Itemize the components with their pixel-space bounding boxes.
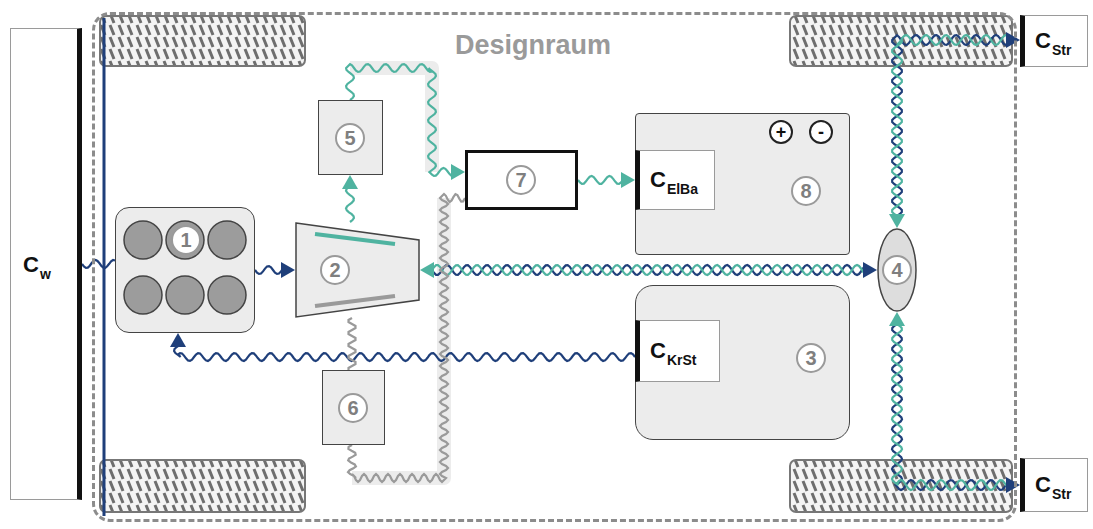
flow-wave <box>892 35 1008 216</box>
arrowhead <box>420 262 434 278</box>
cylinder <box>124 276 162 314</box>
flow-wave <box>346 187 354 222</box>
capacity-index: Str <box>1052 42 1071 58</box>
capacity-index: Str <box>1052 486 1071 502</box>
design-space: Designraum125678+-CElBa3CKrSt4 <box>92 12 1017 522</box>
battery-box: 8 +- CElBa <box>635 113 850 255</box>
callout-number: 5 <box>335 123 365 153</box>
callout-number: 3 <box>796 343 826 373</box>
capacity-box: CStr <box>1020 458 1088 512</box>
energy-flow <box>82 260 115 268</box>
cylinder <box>124 221 162 259</box>
cylinder <box>208 276 246 314</box>
flow-wave <box>349 318 356 370</box>
capacity-symbol: C <box>23 252 39 278</box>
flow-wave <box>174 345 635 361</box>
flow-wave <box>578 176 623 184</box>
capacity-index: ElBa <box>667 181 698 197</box>
callout-number: 1 <box>171 225 201 255</box>
flow-wave <box>892 324 1008 490</box>
callout-number: 2 <box>320 255 350 285</box>
transmission-shape: 2 <box>295 222 420 318</box>
energy-flow <box>255 262 295 278</box>
arrowhead <box>1006 477 1020 493</box>
trapezoid <box>296 223 419 317</box>
energy-flow <box>889 32 1020 228</box>
callout-number: 6 <box>338 393 368 423</box>
coupling-bar <box>315 234 395 244</box>
callout-number: 4 <box>882 255 912 285</box>
region-title: Designraum <box>455 30 611 61</box>
component-box: 5 <box>318 100 383 175</box>
capacity-index: w <box>40 266 51 282</box>
capacity-symbol: C <box>1035 28 1051 54</box>
flow-wave <box>892 324 1008 490</box>
arrowhead <box>863 262 877 278</box>
capacity-box: CKrSt <box>635 320 720 382</box>
capacity-box: CElBa <box>635 150 715 210</box>
arrowhead <box>342 175 358 189</box>
callout-number: 7 <box>506 165 536 195</box>
coupling-bar <box>315 296 395 306</box>
energy-flow <box>349 318 356 370</box>
arrowhead <box>1006 32 1020 48</box>
energy-flow <box>420 262 877 278</box>
cylinder <box>208 221 246 259</box>
cylinder <box>166 221 204 259</box>
tire <box>100 460 305 512</box>
capacity-box: Cw <box>10 28 82 500</box>
arrowhead <box>889 312 905 326</box>
arrowhead <box>281 262 295 278</box>
capacity-index: KrSt <box>667 352 697 368</box>
arrowhead <box>621 172 635 188</box>
engine-box: 1 <box>115 207 255 333</box>
callout-number: 8 <box>791 176 821 206</box>
capacity-symbol: C <box>1035 472 1051 498</box>
energy-flow <box>170 333 635 361</box>
flow-wave <box>432 265 865 275</box>
capacity-box: CStr <box>1020 15 1088 67</box>
ellipse <box>878 229 916 311</box>
flow-wave <box>432 265 865 275</box>
flow-wave <box>892 35 1008 216</box>
arrowhead <box>451 164 465 180</box>
terminal-sign: + <box>769 120 793 144</box>
arrowhead <box>889 214 905 228</box>
tire <box>100 16 305 66</box>
cylinder <box>166 276 204 314</box>
terminal-sign: - <box>809 120 833 144</box>
differential-shape: 4 <box>877 228 917 312</box>
capacity-symbol: C <box>650 167 666 193</box>
flow-wave <box>255 266 283 274</box>
component-box: 7 <box>465 150 578 210</box>
capacity-symbol: C <box>650 338 666 364</box>
energy-flow <box>342 175 358 222</box>
component-box: 6 <box>322 370 385 445</box>
tank-box: 3 CKrSt <box>635 285 850 440</box>
energy-flow <box>889 312 1020 493</box>
flow-wave <box>82 260 115 268</box>
trapezoid-outline <box>295 222 420 318</box>
energy-flow <box>578 172 635 188</box>
arrowhead <box>170 333 186 347</box>
